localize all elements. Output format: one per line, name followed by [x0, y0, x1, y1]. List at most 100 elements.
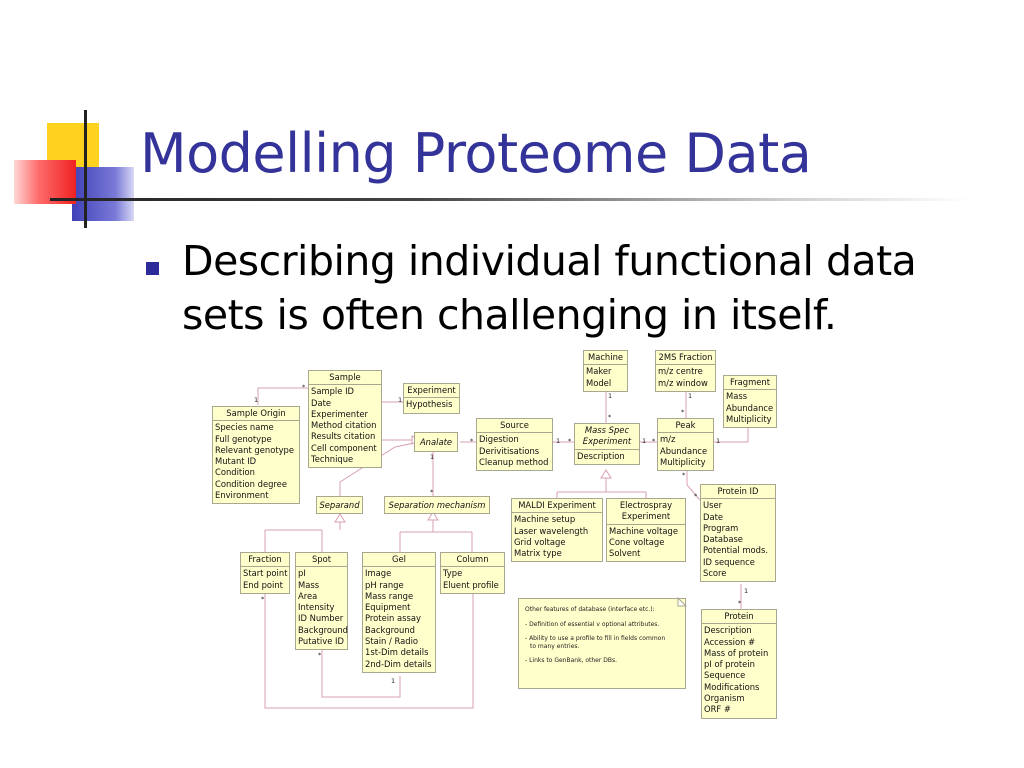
- class-attribute: Laser wavelength: [514, 525, 589, 536]
- class-name: Separation mechanism: [388, 500, 486, 510]
- class-protein: Protein Description Accession # Mass of …: [701, 609, 777, 719]
- class-attribute: Description: [704, 625, 752, 636]
- mult-label: 1: [254, 396, 259, 404]
- class-attribute: User: [703, 500, 723, 511]
- class-attribute: Type: [443, 568, 463, 579]
- class-attribute: Abundance: [726, 402, 774, 413]
- class-source: Source Digestion Derivitisations Cleanup…: [476, 418, 553, 472]
- class-attribute: m/z: [660, 434, 676, 445]
- class-name: Spot: [296, 553, 347, 568]
- class-attribute: m/z window: [658, 377, 708, 388]
- class-name: Fraction: [241, 553, 289, 568]
- bullet-marker: [146, 262, 159, 275]
- class-attribute: ID sequence: [703, 556, 755, 567]
- class-attribute: Cone voltage: [609, 536, 665, 547]
- class-attribute: Sample ID: [311, 386, 354, 397]
- bullet-line-1: Describing individual functional data: [182, 237, 917, 285]
- class-attribute: Score: [703, 568, 727, 579]
- class-attribute: Putative ID: [298, 636, 344, 647]
- class-attribute: 1st-Dim details: [365, 647, 429, 658]
- class-attribute: Sequence: [704, 670, 746, 681]
- class-attribute: Experimenter: [311, 408, 368, 419]
- class-2ms-fraction: 2MS Fraction m/z centre m/z window: [655, 350, 716, 392]
- mult-label: *: [302, 383, 306, 391]
- class-attribute: Species name: [215, 422, 274, 433]
- mult-label: 1: [744, 587, 749, 595]
- class-electrospray-experiment: Electrospray Experiment Machine voltage …: [606, 498, 686, 563]
- class-separand: Separand: [316, 496, 363, 514]
- class-attribute: pI of protein: [704, 659, 755, 670]
- class-attribute: Cleanup method: [479, 456, 549, 467]
- class-attribute: End point: [243, 579, 283, 590]
- class-name: Separand: [319, 500, 360, 510]
- title-underline: [50, 198, 970, 201]
- note-line: Other features of database (interface et…: [525, 606, 655, 613]
- class-attribute: Area: [298, 590, 318, 601]
- mult-label: *: [568, 437, 572, 445]
- class-attribute: 2nd-Dim details: [365, 658, 432, 669]
- class-experiment: Experiment Hypothesis: [403, 383, 460, 414]
- class-attribute: Technique: [311, 454, 354, 465]
- mult-label: 1: [608, 392, 613, 400]
- deco-red-square: [14, 160, 76, 204]
- mult-label: 1: [556, 437, 561, 445]
- class-sample: Sample Sample ID Date Experimenter Metho…: [308, 370, 382, 469]
- class-attribute: Grid voltage: [514, 536, 566, 547]
- class-attribute: Date: [703, 511, 724, 522]
- bullet-text: Describing individual functional data se…: [182, 234, 962, 342]
- class-name: Electrospray Experiment: [607, 499, 685, 525]
- class-maldi-experiment: MALDI Experiment Machine setup Laser wav…: [511, 498, 603, 563]
- mult-label: 1: [391, 677, 396, 685]
- class-attribute: Stain / Radio: [365, 636, 419, 647]
- class-attribute: Model: [586, 377, 612, 388]
- mult-label: *: [694, 492, 698, 500]
- class-attribute: Abundance: [660, 445, 708, 456]
- class-attribute: Machine voltage: [609, 525, 679, 536]
- class-attribute: Mass of protein: [704, 647, 769, 658]
- mult-label: *: [682, 471, 686, 479]
- class-attribute: Intensity: [298, 602, 335, 613]
- class-attribute: Protein assay: [365, 613, 421, 624]
- mult-label: *: [430, 488, 434, 496]
- class-name: Source: [477, 419, 552, 434]
- class-separation-mechanism: Separation mechanism: [384, 496, 490, 514]
- note-line: - Definition of essential v optional att…: [525, 620, 660, 628]
- class-attribute: ID Number: [298, 613, 344, 624]
- class-name: 2MS Fraction: [656, 351, 715, 366]
- class-name: Gel: [363, 553, 435, 568]
- mult-label: 1: [642, 437, 647, 445]
- class-attribute: Background: [365, 624, 415, 635]
- class-attribute: Equipment: [365, 602, 411, 613]
- class-gel: Gel Image pH range Mass range Equipment …: [362, 552, 436, 673]
- class-attribute: Hypothesis: [406, 399, 453, 410]
- class-attribute: Digestion: [479, 434, 519, 445]
- class-name: Protein: [702, 610, 776, 625]
- note-line: to many entries.: [530, 642, 580, 650]
- bullet-line-2: sets is often challenging in itself.: [182, 291, 837, 339]
- class-name: Protein ID: [701, 485, 775, 500]
- mult-label: *: [608, 413, 612, 421]
- class-name: Peak: [658, 419, 713, 434]
- class-attribute: Solvent: [609, 548, 641, 559]
- mult-label: *: [652, 437, 656, 445]
- class-peak: Peak m/z Abundance Multiplicity: [657, 418, 714, 472]
- class-spot: Spot pI Mass Area Intensity ID Number Ba…: [295, 552, 348, 651]
- class-attribute: Machine setup: [514, 514, 576, 525]
- class-attribute: Start point: [243, 568, 288, 579]
- class-attribute: Condition degree: [215, 478, 287, 489]
- diagram-note: Other features of database (interface et…: [518, 598, 686, 689]
- note-line: - Ability to use a profile to fill in fi…: [525, 635, 666, 643]
- class-name: Mass Spec Experiment: [575, 424, 639, 450]
- deco-blue-square: [72, 167, 134, 221]
- class-attribute: Multiplicity: [726, 413, 772, 424]
- mult-label: *: [318, 651, 322, 659]
- class-fragment: Fragment Mass Abundance Multiplicity: [723, 375, 777, 429]
- class-attribute: Matrix type: [514, 548, 562, 559]
- class-name: Fragment: [724, 376, 776, 391]
- class-name: Experiment: [404, 384, 459, 399]
- class-protein-id: Protein ID User Date Program Database Po…: [700, 484, 776, 583]
- class-attribute: Relevant genotype: [215, 444, 295, 455]
- class-attribute: Modifications: [704, 681, 760, 692]
